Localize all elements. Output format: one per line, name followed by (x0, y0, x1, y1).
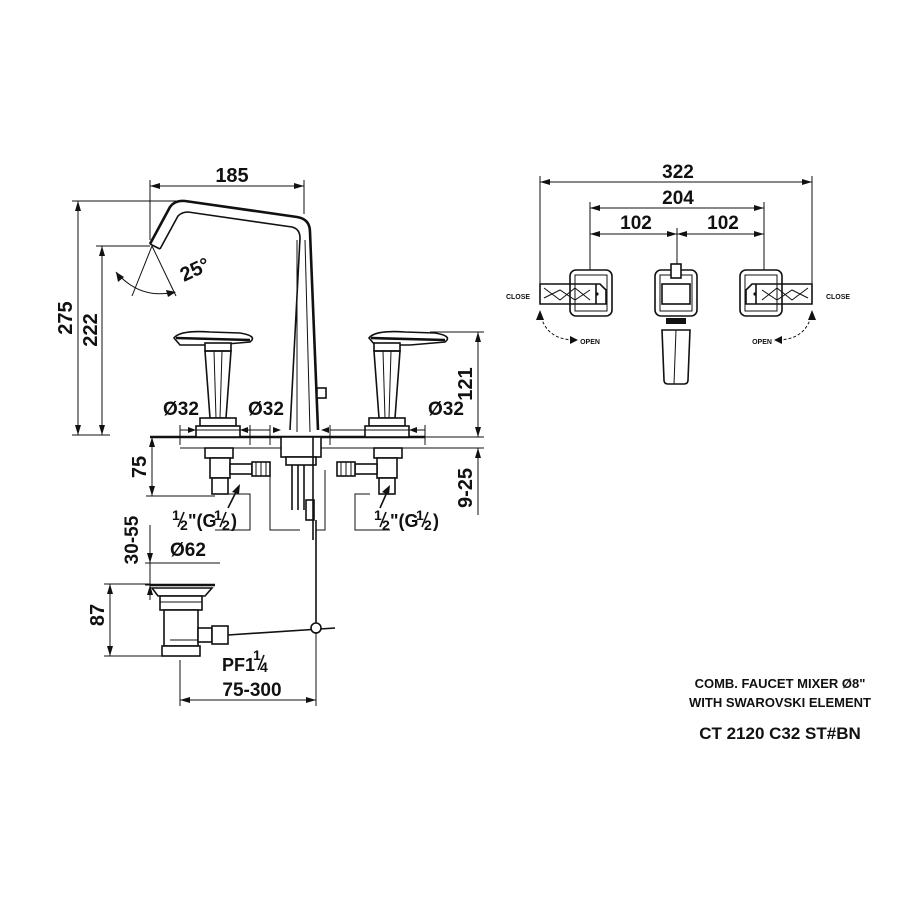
dim-drain-height (104, 583, 165, 657)
right-valve-body (336, 447, 403, 495)
dim-spout-reach (149, 180, 305, 240)
conn-right-g: "(G (390, 511, 419, 531)
conn-left-frac: 2 (180, 517, 188, 533)
dim-overall-width (539, 176, 813, 285)
dim-spout-reach-label: 185 (215, 165, 248, 187)
connector-arrows (227, 484, 390, 509)
dim-total-height (72, 200, 180, 436)
right-handle (364, 330, 449, 438)
dim-total-height-label: 275 (55, 301, 77, 334)
conn-left-close: ) (231, 511, 237, 531)
top-right-handle (739, 269, 813, 317)
rotate-arrow-right (774, 310, 816, 344)
dim-spout-height (96, 245, 150, 435)
model-number: CT 2120 C32 ST#BN (699, 724, 861, 743)
dim-deck-thickness-label: 9-25 (455, 468, 477, 508)
conn-right-g-frac: 2 (424, 517, 432, 533)
dim-dia-left-label: Ø32 (163, 399, 199, 420)
dim-under-deck (146, 437, 215, 497)
left-hose-outline (215, 493, 251, 531)
top-spout (654, 263, 698, 385)
title-line-2: WITH SWAROVSKI ELEMENT (689, 695, 871, 710)
left-handle (172, 330, 254, 438)
left-valve-body (204, 447, 271, 495)
spout-shank (280, 436, 322, 625)
conn-left-whole: 1 (172, 507, 180, 523)
dim-centers (589, 202, 765, 272)
dim-deck-thickness (425, 447, 484, 515)
dim-handle-height (425, 331, 484, 438)
open-right-label: OPEN (752, 339, 772, 346)
dim-half-spacing (590, 228, 764, 265)
connector-left-label: 1 2 "(G 1 2 ) (172, 507, 237, 533)
dim-pull-rod (179, 632, 317, 706)
dim-drain-thread: PF1 1 4 (222, 647, 268, 675)
conn-right-g-whole: 1 (416, 507, 424, 523)
dim-drain-dia-label: Ø62 (170, 540, 206, 561)
title-line-1: COMB. FAUCET MIXER Ø8" (695, 676, 866, 691)
fraction-slashes (177, 511, 429, 671)
dim-pull-rod-label: 75-300 (222, 680, 281, 701)
conn-right-close: ) (433, 511, 439, 531)
dim-centers-label: 204 (662, 188, 694, 209)
close-left-label: CLOSE (506, 294, 530, 301)
dim-dia-lines (179, 425, 426, 445)
dim-under-deck-label: 75 (129, 456, 151, 478)
conn-right-whole: 1 (374, 507, 382, 523)
dim-drain-height-label: 87 (87, 604, 109, 626)
drain-thread-text: PF1 (222, 655, 255, 675)
close-right-label: CLOSE (826, 294, 850, 301)
dim-half-left-label: 102 (620, 213, 652, 234)
dim-drain-range-label: 30-55 (122, 515, 143, 564)
connector-right-label: 1 2 "(G 1 2 ) (374, 507, 439, 533)
conn-left-g: "(G (188, 511, 217, 531)
rotate-arrow-left (536, 310, 578, 344)
right-hose-outline (354, 493, 390, 531)
dim-spout-angle-label: 25° (177, 254, 214, 287)
conn-left-g-frac: 2 (222, 517, 230, 533)
dim-spout-height-label: 222 (80, 313, 102, 346)
dim-half-right-label: 102 (707, 213, 739, 234)
dim-drain-range (145, 525, 220, 600)
top-left-handle (539, 269, 613, 317)
dim-dia-mid-label: Ø32 (248, 399, 284, 420)
dim-spout-angle (115, 245, 177, 297)
open-left-label: OPEN (580, 339, 600, 346)
drain-thread-whole: 1 (253, 647, 261, 663)
drain-thread-frac: 4 (260, 659, 268, 675)
dim-handle-height-label: 121 (455, 367, 477, 400)
conn-left-g-whole: 1 (214, 507, 222, 523)
spout (148, 199, 327, 433)
pop-up-drain (150, 583, 336, 657)
dim-overall-width-label: 322 (662, 162, 694, 183)
mid-hose-outline-left (269, 470, 300, 531)
conn-right-frac: 2 (382, 517, 390, 533)
dim-dia-right-label: Ø32 (428, 399, 464, 420)
mid-hose-outline-right (316, 470, 326, 531)
